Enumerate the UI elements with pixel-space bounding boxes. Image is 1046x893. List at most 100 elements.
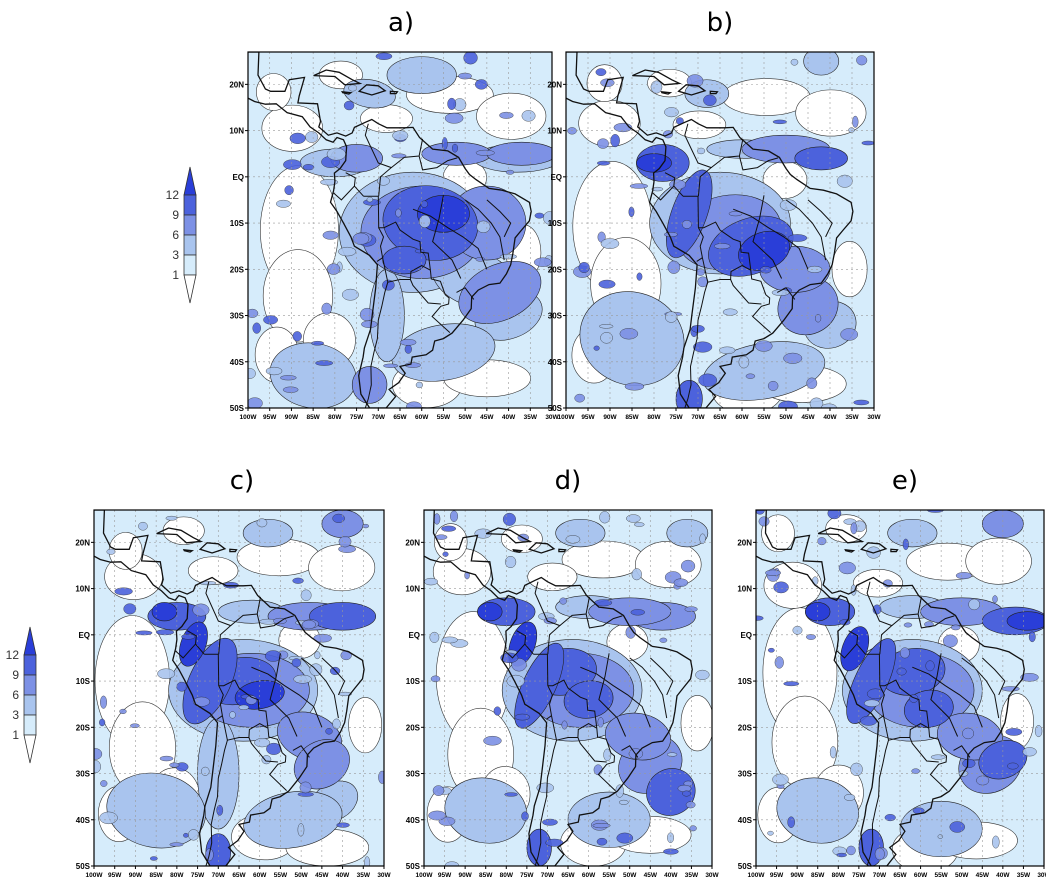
coastline — [756, 510, 1025, 866]
lat-tick-label: 10S — [76, 677, 91, 686]
precip-cell — [441, 525, 457, 532]
precip-cell — [850, 522, 858, 535]
precip-contour — [899, 800, 983, 858]
precip-cell — [283, 159, 302, 170]
lon-tick-label: 75W — [350, 414, 364, 421]
precip-cell — [157, 668, 176, 680]
lon-tick-label: 65W — [393, 414, 407, 421]
lon-tick-label: 60W — [914, 872, 928, 879]
precip-cell — [574, 393, 585, 403]
precip-cell — [149, 856, 158, 861]
country-border — [533, 653, 598, 729]
country-border — [378, 227, 431, 283]
lon-tick-label: 80W — [832, 872, 846, 879]
precip-contour — [666, 169, 713, 258]
precip-cell — [559, 597, 567, 605]
country-border — [596, 728, 616, 791]
precip-cell — [475, 149, 495, 156]
precip-cell — [169, 762, 180, 768]
precip-cell — [289, 132, 306, 144]
lon-tick-label: 75W — [520, 872, 534, 879]
precip-cell — [366, 196, 374, 203]
precip-cell — [326, 147, 346, 161]
country-border — [877, 715, 884, 720]
country-border — [363, 195, 431, 271]
coastline — [94, 510, 365, 866]
precip-contour — [293, 739, 350, 790]
precip-cell — [968, 598, 980, 611]
precip-cell — [305, 131, 319, 143]
coastline — [156, 527, 204, 544]
precip-cell — [521, 110, 536, 122]
precip-cell — [301, 619, 316, 630]
precip-cell — [430, 675, 441, 683]
precip-cell — [758, 516, 770, 527]
lon-tick-label: 80W — [500, 872, 514, 879]
country-border — [953, 745, 971, 758]
map-plot-area — [248, 52, 552, 408]
lon-tick-label: 95W — [770, 872, 784, 879]
precip-cell — [765, 569, 781, 576]
precip-cell — [284, 185, 294, 196]
precip-cell — [962, 758, 976, 768]
dry-region — [795, 89, 867, 137]
lon-tick-label: 75W — [191, 872, 205, 879]
precip-cell — [420, 200, 428, 208]
lon-tick-label: 75W — [669, 414, 683, 421]
precip-cell — [99, 811, 118, 825]
colorbar-bottom-level-label: 9 — [12, 668, 19, 682]
precip-cell — [853, 399, 870, 406]
country-border — [412, 208, 488, 270]
precip-cell — [595, 68, 607, 76]
colorbar-top-segment — [183, 194, 197, 216]
coastline — [512, 549, 524, 553]
precip-cell — [593, 345, 600, 351]
lat-tick-label: 10S — [406, 677, 421, 686]
precip-cell — [856, 55, 868, 66]
lat-tick-label: 20S — [738, 723, 753, 732]
precip-cell — [619, 328, 639, 340]
precip-cell — [100, 780, 108, 787]
precip-cell — [629, 183, 648, 189]
lat-tick-label: 20N — [737, 538, 752, 547]
lon-tick-label: 40W — [336, 872, 350, 879]
lon-tick-label: 60W — [735, 414, 749, 421]
country-border — [376, 257, 383, 262]
precip-cell — [650, 80, 663, 94]
precip-cell — [406, 401, 422, 408]
colorbar-bottom-arrow-top — [23, 626, 37, 656]
precip-cell — [504, 555, 517, 568]
precip-cell — [338, 536, 352, 548]
country-border — [390, 138, 424, 168]
precip-cell — [483, 735, 502, 746]
lat-tick-label: 40S — [406, 816, 421, 825]
lon-tick-label: 90W — [458, 872, 472, 879]
precip-cell — [600, 332, 613, 344]
precip-cell — [395, 208, 402, 218]
precip-cell — [248, 368, 256, 379]
coastline — [844, 549, 856, 553]
colorbar-top-level-label: 6 — [172, 228, 179, 242]
country-border — [696, 257, 703, 262]
country-border — [418, 155, 458, 171]
precip-cell — [703, 94, 717, 106]
precip-cell — [631, 568, 642, 581]
precip-cell — [659, 637, 668, 643]
lat-tick-label: 40S — [76, 816, 91, 825]
precip-cell — [861, 140, 874, 146]
panel-label-e: e) — [891, 466, 919, 496]
precip-cell — [299, 781, 312, 794]
lon-tick-label: 50W — [955, 872, 969, 879]
lon-tick-label: 100W — [240, 414, 258, 421]
lat-tick-label: 30S — [230, 312, 245, 321]
coastline — [485, 527, 533, 544]
precip-cell — [630, 609, 645, 616]
country-border — [879, 685, 930, 741]
precip-cell — [792, 625, 803, 635]
precip-cell — [689, 825, 697, 832]
colorbar-bottom-level-label: 6 — [12, 688, 19, 702]
precip-cell — [404, 344, 412, 354]
